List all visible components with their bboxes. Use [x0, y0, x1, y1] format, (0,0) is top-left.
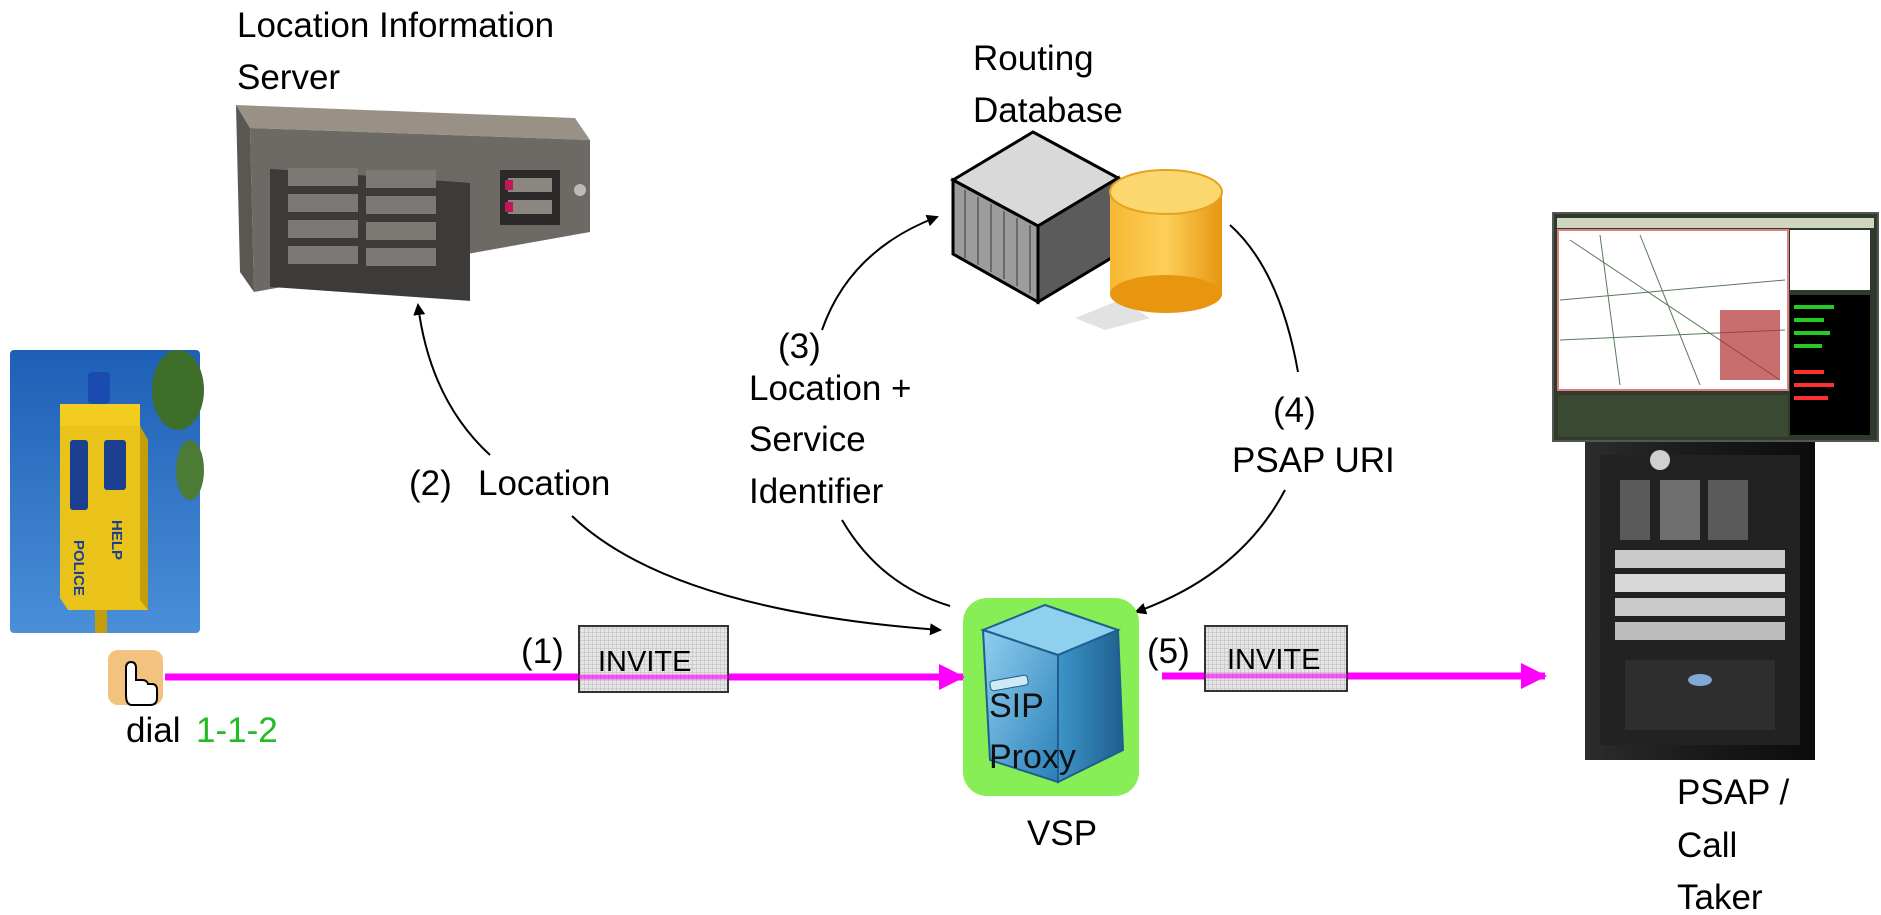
- step4-arrow-up: [1229, 224, 1299, 373]
- step3-line3: Identifier: [749, 472, 884, 511]
- sip-proxy-icon: [963, 598, 1139, 796]
- psap-label-line1: PSAP /: [1677, 773, 1789, 812]
- step2-number: (2): [409, 464, 452, 503]
- step2-arrow-location-response: [571, 515, 942, 636]
- step3-number: (3): [778, 327, 821, 366]
- psap-label-line2: Call: [1677, 826, 1737, 865]
- hand-pointer-icon: [108, 650, 163, 706]
- lis-label-line1: Location Information: [237, 6, 554, 45]
- step4-arrow-down: [1134, 489, 1286, 615]
- routing-db-label-line2: Database: [973, 91, 1123, 130]
- step2-text: Location: [478, 464, 610, 503]
- routing-database-icon: [949, 130, 1223, 330]
- vsp-caption: VSP: [1027, 814, 1097, 853]
- psap-workstation-icon: [1552, 212, 1879, 442]
- step3-line2: Service: [749, 420, 866, 459]
- sip-proxy-label-line2: Proxy: [989, 738, 1076, 776]
- dial-prefix: dial: [126, 711, 180, 750]
- step1-message: INVITE: [598, 646, 691, 678]
- step3-line1: Location +: [749, 369, 912, 408]
- step4-text: PSAP URI: [1232, 441, 1395, 480]
- step5-invite-box: [1204, 625, 1348, 692]
- routing-db-label-line1: Routing: [973, 39, 1094, 78]
- psap-label-line3: Taker: [1677, 878, 1763, 915]
- lis-server-icon: [236, 105, 590, 301]
- svg-text:HELP: HELP: [108, 520, 125, 560]
- sip-proxy-label-line1: SIP: [989, 687, 1044, 725]
- dial-number: 1-1-2: [196, 711, 278, 750]
- step2-arrow-location-request: [413, 303, 491, 456]
- lis-label-line2: Server: [237, 58, 340, 97]
- step5-number: (5): [1147, 632, 1190, 671]
- step3-arrow-down: [841, 519, 951, 607]
- emergency-phone-pillar-icon: POLICE HELP: [10, 350, 204, 633]
- step1-number: (1): [521, 632, 564, 671]
- step1-invite-box: [578, 625, 729, 693]
- step3-arrow-up: [821, 214, 939, 331]
- step5-message: INVITE: [1227, 644, 1320, 676]
- svg-text:POLICE: POLICE: [70, 540, 87, 596]
- psap-rack-icon: [1585, 440, 1815, 760]
- step4-number: (4): [1273, 391, 1316, 430]
